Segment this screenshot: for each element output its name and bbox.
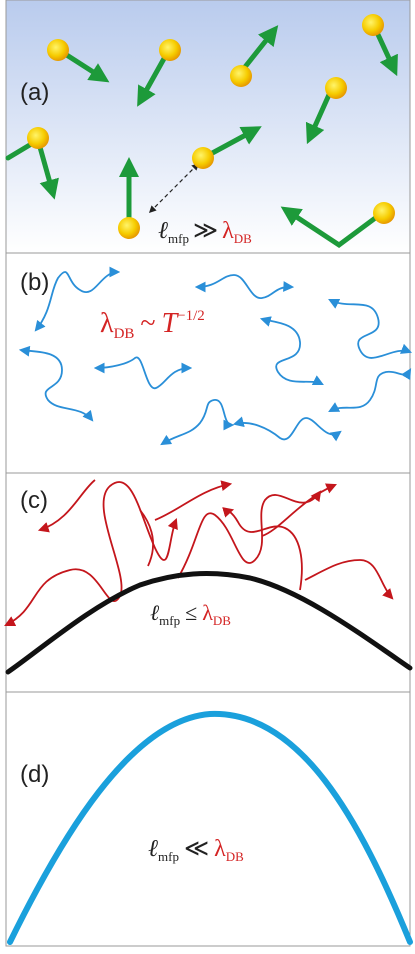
wave-packet <box>154 480 233 521</box>
panel-c: (c) ℓmfp≤λDB <box>4 472 413 693</box>
wave-packet <box>177 490 322 579</box>
wave-packet <box>18 345 94 422</box>
velocity-arrow <box>238 25 279 75</box>
panel-a-label: (a) <box>20 79 49 106</box>
potential-curve-c <box>5 571 413 675</box>
particles <box>27 14 395 239</box>
mean-free-path-arrow <box>148 162 200 214</box>
wave-packet <box>93 356 193 389</box>
relation-d: ℓmfp≪λDB <box>148 836 244 864</box>
velocity-arrow <box>59 49 110 83</box>
particle <box>192 147 214 169</box>
wave-packet <box>259 316 324 385</box>
wave-packet <box>4 481 178 626</box>
wave-packet <box>304 559 394 600</box>
wave-packet <box>222 507 303 591</box>
panel-b-label: (b) <box>20 269 49 296</box>
wave-packet <box>34 266 121 332</box>
panel-a: (a) ℓmfp≫λDB <box>5 0 411 254</box>
potential-curve-d <box>7 710 413 945</box>
relation-c: ℓmfp≤λDB <box>150 600 231 628</box>
panel-b: (b) λDB~T−1/2 <box>5 252 413 474</box>
particle <box>373 202 395 224</box>
panel-d-label: (d) <box>20 761 49 788</box>
wave-packet <box>232 416 342 442</box>
de-broglie-formula: λDB~T−1/2 <box>100 308 205 342</box>
panel-c-label: (c) <box>20 487 48 514</box>
wave-packet <box>261 483 337 537</box>
wave-packet <box>160 399 235 446</box>
wave-packets-b <box>18 266 413 446</box>
panel-d: (d) ℓmfp≪λDB <box>5 691 413 947</box>
panel-a-background <box>6 0 410 253</box>
wave-packet <box>328 299 413 359</box>
wave-packet <box>328 368 412 413</box>
wave-packet <box>139 509 154 567</box>
particle <box>325 77 347 99</box>
particle <box>230 65 252 87</box>
panel-d-background <box>5 691 411 947</box>
velocity-arrow <box>137 52 169 107</box>
velocity-arrow <box>280 206 385 249</box>
velocity-arrow <box>202 126 262 160</box>
wave-packets-c <box>4 479 394 626</box>
relation-a: ℓmfp≫λDB <box>158 218 252 246</box>
particle <box>159 39 181 61</box>
panel-c-background <box>5 472 411 693</box>
particle <box>118 217 140 239</box>
particle <box>27 127 49 149</box>
wave-packet <box>37 479 96 533</box>
particle <box>47 39 69 61</box>
wave-packet <box>194 274 295 299</box>
particle <box>362 14 384 36</box>
